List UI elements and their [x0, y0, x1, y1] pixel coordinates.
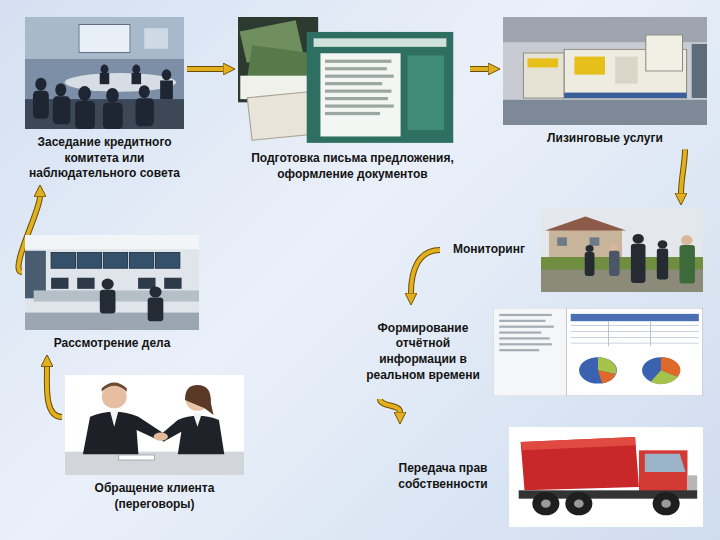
flow-arrow [470, 69, 488, 70]
step-photo [238, 17, 467, 145]
process-step: Мониторинг [440, 205, 706, 295]
arrow-outline [470, 66, 488, 72]
leasing-equipment-photo [503, 17, 707, 125]
report-screenshot [493, 308, 703, 396]
step-photo [509, 427, 703, 527]
arrow-body [380, 399, 400, 412]
documents-photo [238, 17, 467, 145]
step-caption: Передача прав собственности [383, 461, 503, 492]
step-photo [25, 235, 199, 330]
caption-column: Формирование отчётной информации в реаль… [359, 321, 487, 383]
process-step: Передача прав собственности [380, 424, 706, 530]
step-photo [503, 17, 707, 125]
arrow-outline [411, 250, 440, 293]
arrow-body [187, 67, 223, 71]
arrow-outline [681, 150, 685, 193]
step-photo [493, 308, 703, 396]
meeting-photo [25, 17, 184, 129]
arrow-body [411, 250, 440, 293]
caption-column: Передача прав собственности [383, 461, 503, 492]
step-photo [541, 208, 703, 292]
step-caption: Рассмотрение дела [25, 336, 199, 352]
process-step: Заседание кредитного комитета или наблюд… [22, 14, 187, 185]
flow-arrow [47, 367, 62, 417]
step-caption: Мониторинг [443, 242, 535, 258]
truck-photo [509, 427, 703, 527]
flow-arrow [380, 399, 400, 412]
flow-arrow [187, 69, 223, 70]
step-photo [25, 17, 184, 129]
process-step: Рассмотрение дела [22, 232, 202, 355]
step-caption: Подготовка письма предложения, оформлени… [238, 151, 467, 182]
step-caption: Обращение клиента (переговоры) [65, 481, 244, 512]
arrow-body [681, 150, 685, 193]
step-photo [65, 375, 244, 475]
process-step: Формирование отчётной информации в реаль… [356, 305, 706, 399]
arrow-outline [380, 399, 400, 412]
step-caption: Формирование отчётной информации в реаль… [359, 321, 487, 383]
arrow-outline [187, 66, 223, 72]
arrow-body [470, 67, 488, 71]
flow-arrow [411, 250, 440, 293]
process-step: Обращение клиента (переговоры) [62, 372, 247, 515]
caption-column: Мониторинг [443, 242, 535, 258]
handshake-photo [65, 375, 244, 475]
process-step: Подготовка письма предложения, оформлени… [235, 14, 470, 185]
flow-arrow [681, 150, 685, 193]
control-room-photo [25, 235, 199, 330]
arrow-body [47, 367, 62, 417]
arrow-outline [47, 367, 62, 417]
step-caption: Заседание кредитного комитета или наблюд… [25, 135, 184, 182]
step-caption: Лизинговые услуги [503, 131, 707, 147]
monitoring-photo [541, 208, 703, 292]
process-step: Лизинговые услуги [500, 14, 710, 150]
